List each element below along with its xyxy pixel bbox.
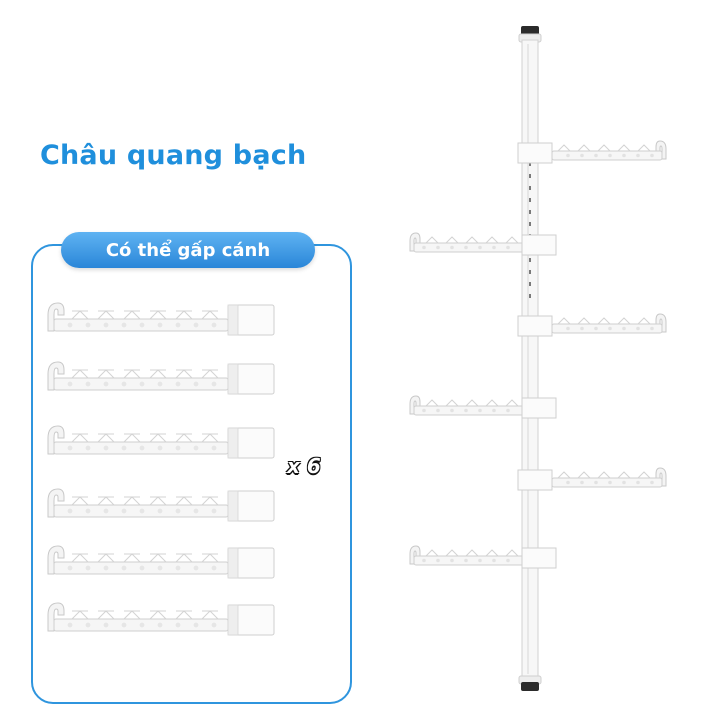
- quantity-label: x 6: [287, 454, 321, 478]
- folding-arm-icon: [47, 302, 275, 636]
- folding-wings-badge: Có thể gấp cánh: [61, 232, 315, 268]
- product-title: Châu quang bạch: [40, 140, 307, 171]
- clothes-pole-icon: [409, 26, 667, 691]
